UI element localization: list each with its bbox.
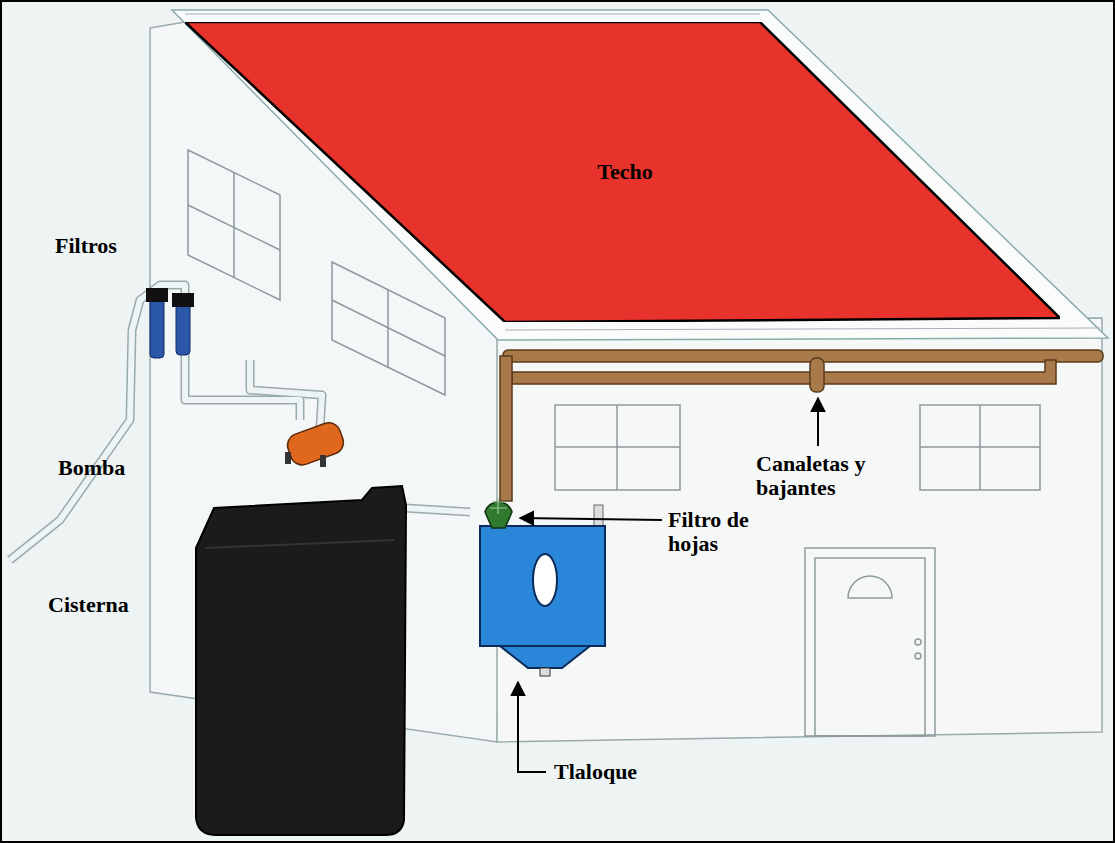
cistern: [196, 486, 406, 835]
door: [805, 548, 935, 736]
part-label: Filtro de hojas: [668, 508, 763, 556]
filter-cartridges: [146, 288, 194, 358]
roof-node: Techo: [185, 22, 1060, 322]
part-label: Filtros: [55, 234, 175, 258]
part-label: Cisterna: [48, 593, 178, 617]
tile-lines: [185, 14, 1100, 330]
pump: [284, 419, 347, 468]
part-label: Canaletas y bajantes: [756, 452, 896, 500]
tlaloque: [480, 505, 605, 676]
roof-label: Techo: [597, 160, 652, 184]
part-label: Bomba: [58, 456, 178, 480]
part-label: Tlaloque: [554, 760, 674, 784]
gutters: [500, 350, 1103, 501]
leaf-filter: [485, 498, 512, 528]
roof-tiles: [172, 10, 1108, 340]
roof-outline: [185, 22, 1060, 322]
